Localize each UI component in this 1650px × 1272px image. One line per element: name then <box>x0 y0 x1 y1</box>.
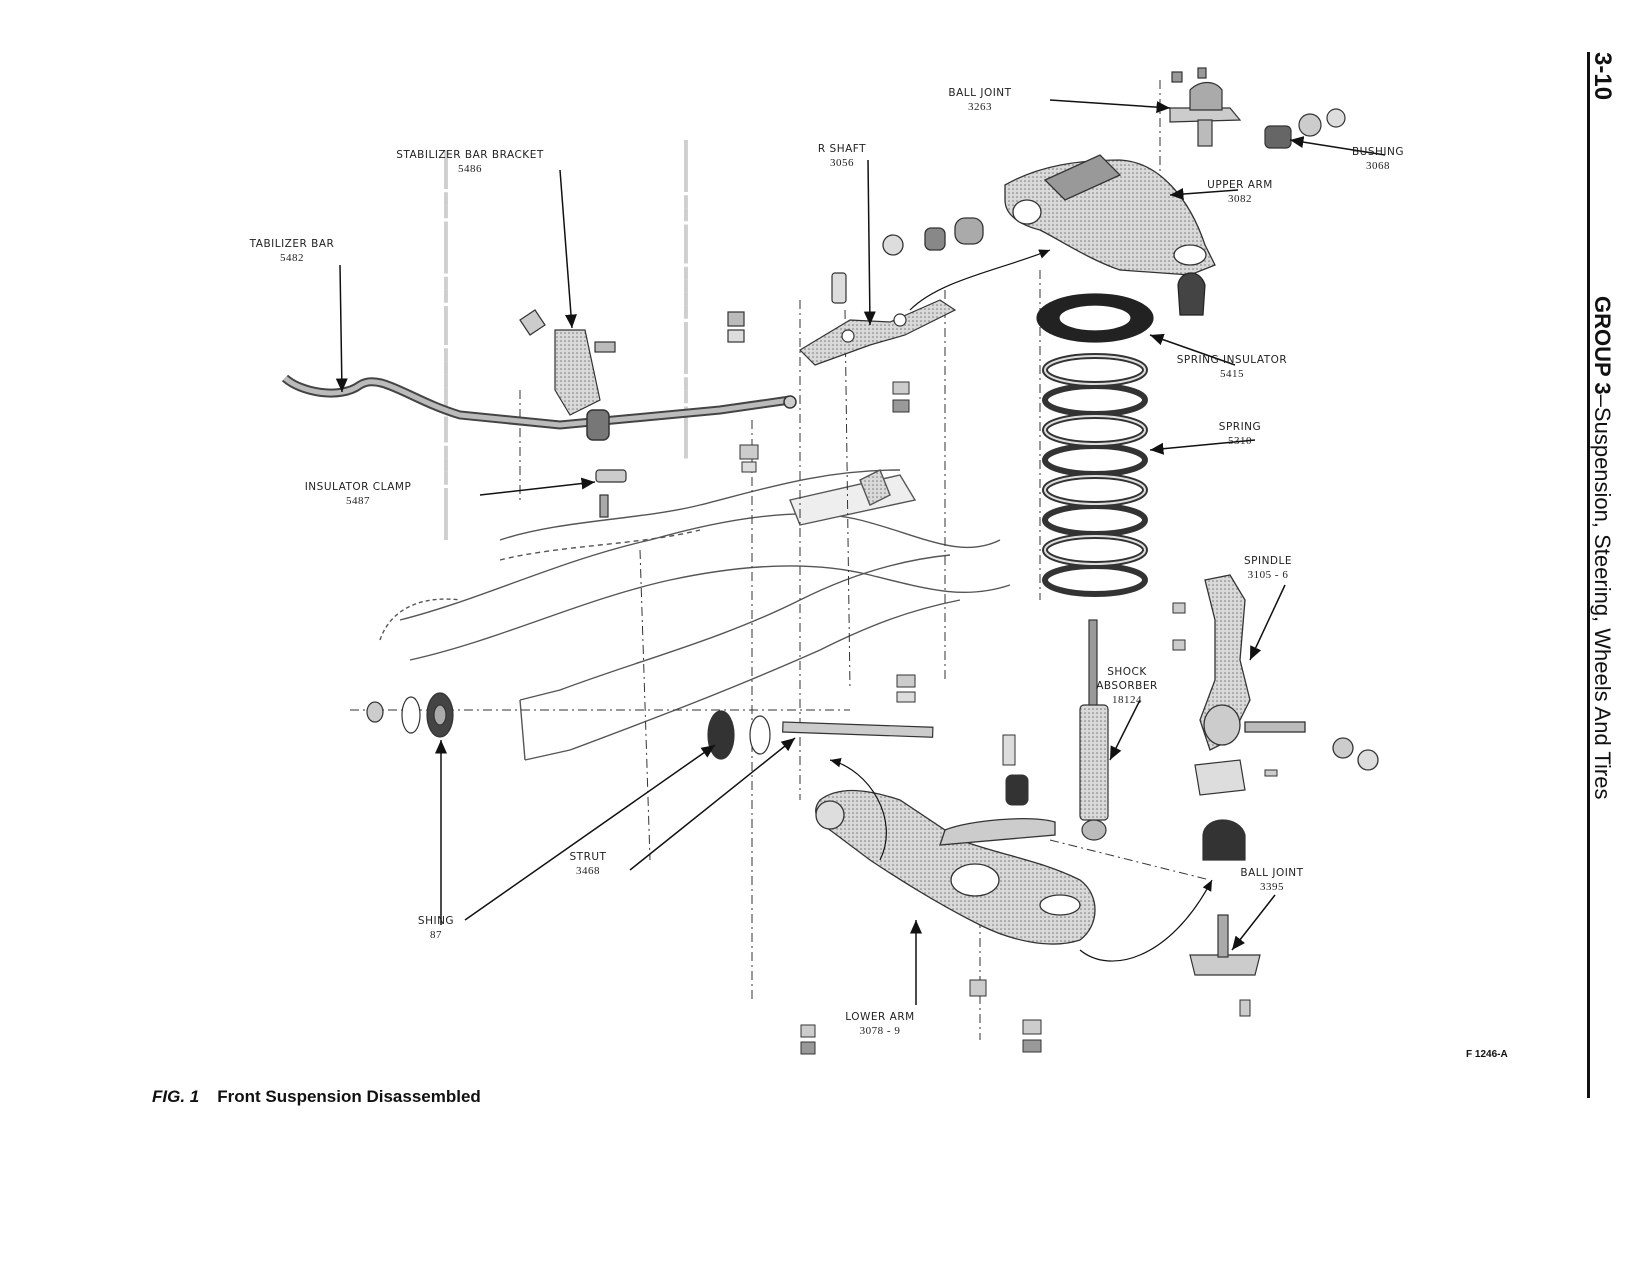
inner-shaft-drawing <box>727 272 957 366</box>
figure-caption-text: Front Suspension Disassembled <box>217 1087 481 1106</box>
shock-absorber-drawing <box>1079 619 1109 841</box>
upper-arm-drawing <box>882 154 1216 276</box>
lower-ball-joint-drawing <box>1189 759 1261 976</box>
stabilizer-bar-drawing <box>281 374 797 441</box>
connector-curves <box>829 249 1213 962</box>
header-rule <box>1587 52 1590 1098</box>
group-label: GROUP 3 <box>1590 296 1615 395</box>
spindle-drawing <box>1199 574 1379 771</box>
frame <box>379 469 1011 761</box>
fasteners <box>739 381 1278 1055</box>
lower-arm-drawing <box>815 789 1096 945</box>
bushing-lower-drawing <box>366 692 454 738</box>
figure-caption: FIG. 1 Front Suspension Disassembled <box>152 1087 481 1107</box>
spring-insulator-drawing <box>1036 272 1206 343</box>
strut-drawing <box>707 710 934 760</box>
figure-code: F 1246-A <box>1466 1049 1508 1060</box>
page-number: 3-10 <box>1589 52 1616 101</box>
upper-bushing-drawing <box>1264 108 1346 149</box>
running-header: 3-10GROUP 3–Suspension, Steering, Wheels… <box>1588 52 1616 799</box>
spring-drawing-highlight <box>1044 355 1146 565</box>
header-dash: – <box>1590 394 1615 407</box>
stabilizer-bar-bracket-drawing <box>519 309 627 518</box>
upper-ball-joint-drawing <box>1169 67 1242 147</box>
figure-number: FIG. 1 <box>152 1087 200 1106</box>
section-title: Suspension, Steering, Wheels And Tires <box>1590 406 1615 800</box>
leader-lines <box>335 99 1386 1005</box>
